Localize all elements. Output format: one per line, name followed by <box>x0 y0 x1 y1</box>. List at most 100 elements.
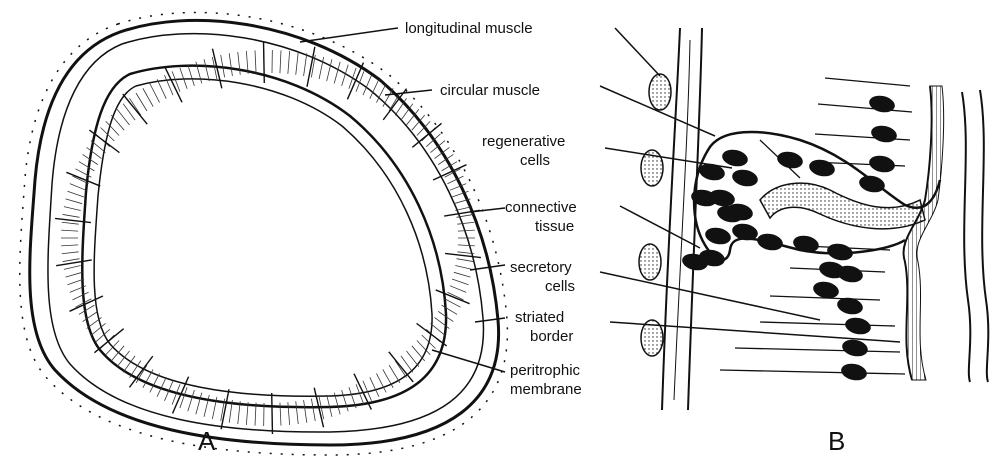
striation <box>296 52 298 75</box>
striation <box>383 88 393 106</box>
cell-wall <box>165 66 182 102</box>
striation <box>458 245 475 246</box>
striation <box>442 305 458 314</box>
nucleus <box>808 157 837 178</box>
nucleus <box>731 167 760 188</box>
striation <box>434 147 449 158</box>
outer-wall <box>30 20 499 445</box>
striation <box>458 230 475 231</box>
label-regenerative-cells-2: cells <box>520 152 550 169</box>
striation <box>188 390 195 411</box>
striation <box>455 266 472 270</box>
striation <box>61 230 78 231</box>
label-connective-tissue-2: tissue <box>535 218 574 235</box>
striation <box>63 259 80 262</box>
striation <box>150 373 160 392</box>
label-peritrophic-membrane-2: membrane <box>510 381 582 398</box>
striation <box>62 222 79 224</box>
peritrophic-membrane-ring <box>94 79 432 396</box>
label-secretory-cells-1: secretory <box>510 259 572 276</box>
cell-boundary-line <box>818 104 912 112</box>
panel-label-b: B <box>828 426 845 456</box>
striation <box>311 399 315 421</box>
cell-wall <box>445 253 481 257</box>
striation <box>334 62 340 84</box>
striation <box>180 387 187 408</box>
striation <box>117 109 129 125</box>
cell-wall <box>56 260 92 266</box>
striation <box>304 53 307 76</box>
nucleus <box>841 337 870 358</box>
striation <box>422 335 436 349</box>
striation <box>129 98 140 115</box>
striation <box>304 400 307 423</box>
nucleus <box>844 315 873 336</box>
striation <box>63 214 80 217</box>
striation <box>62 252 79 254</box>
nucleus <box>840 361 869 382</box>
label-striated-border-1: striated <box>515 309 564 326</box>
cell-wall <box>347 63 363 100</box>
striation <box>70 184 86 191</box>
striation <box>255 50 256 73</box>
label-connective-tissue-1: connective <box>505 199 577 216</box>
cell-wall <box>221 389 229 429</box>
striation <box>452 279 468 285</box>
striation <box>204 59 209 81</box>
striation <box>389 93 400 111</box>
striation <box>342 390 349 411</box>
peritrophic-membrane-b <box>962 92 970 382</box>
muscle-nodule <box>649 74 671 110</box>
striation <box>370 377 379 396</box>
nucleus <box>704 225 733 246</box>
striation <box>79 162 95 171</box>
peritrophic-membrane-b <box>980 90 988 382</box>
striation <box>327 59 332 81</box>
striation <box>143 88 153 106</box>
nucleus <box>776 149 805 170</box>
cell-boundary-line <box>760 322 895 326</box>
cell-wall <box>55 218 91 222</box>
striation <box>157 79 166 98</box>
cell-wall <box>264 42 265 83</box>
striation <box>238 52 240 75</box>
cell-wall <box>70 296 103 311</box>
striation <box>229 53 232 76</box>
nucleus <box>826 241 855 262</box>
striation <box>196 393 202 415</box>
striation <box>165 75 174 95</box>
cell-wall <box>307 47 315 87</box>
longitudinal-section-b <box>639 28 988 410</box>
striation <box>296 401 298 424</box>
striation <box>73 292 89 300</box>
cell-boundary-line <box>825 78 910 86</box>
nucleus <box>868 93 897 114</box>
cell-boundary-line <box>720 370 905 374</box>
nucleus <box>870 123 899 144</box>
striation <box>445 299 461 307</box>
striation <box>136 93 147 111</box>
striation <box>66 272 83 277</box>
striated-border-band <box>904 86 944 380</box>
striation <box>288 402 290 425</box>
striation <box>150 84 160 103</box>
striation <box>457 222 474 224</box>
striation <box>288 51 290 74</box>
striation <box>457 259 474 262</box>
striation <box>431 323 446 335</box>
striation <box>111 115 124 130</box>
striation <box>450 286 466 293</box>
label-striated-border-2: border <box>530 328 573 345</box>
cell-wall <box>272 393 273 434</box>
striation <box>101 127 115 141</box>
striation <box>64 266 81 270</box>
muscle-nodule <box>639 244 661 280</box>
striation <box>454 272 471 277</box>
striation <box>280 50 281 73</box>
striation <box>395 361 406 378</box>
cross-section-a <box>20 12 508 455</box>
nucleus <box>858 173 887 194</box>
label-longitudinal-muscle: longitudinal muscle <box>405 20 533 37</box>
striation <box>407 351 419 367</box>
